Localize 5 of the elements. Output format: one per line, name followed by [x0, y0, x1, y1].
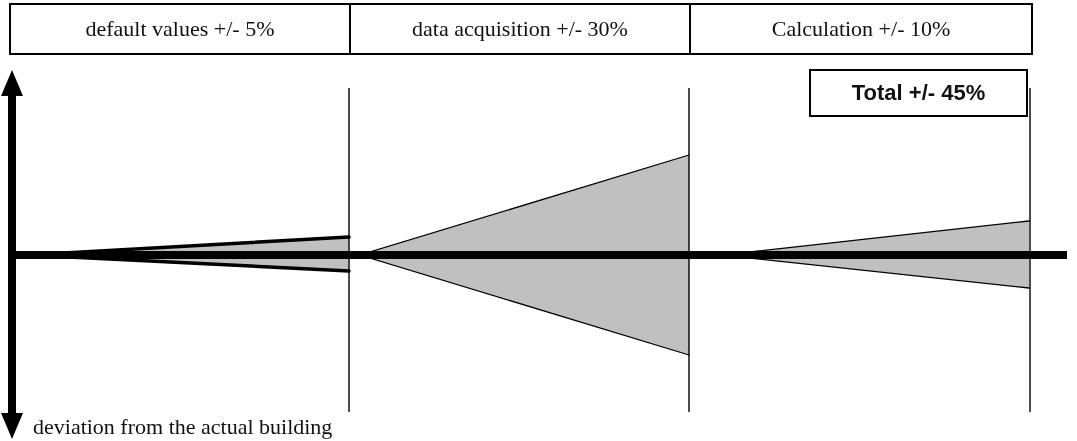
phase-header-box: default values +/- 5% [9, 3, 351, 55]
axis-caption: deviation from the actual building [33, 415, 333, 439]
total-box: Total +/- 45% [809, 69, 1028, 117]
phase-header-box: data acquisition +/- 30% [349, 3, 691, 55]
phase-header-box: Calculation +/- 10% [689, 3, 1033, 55]
